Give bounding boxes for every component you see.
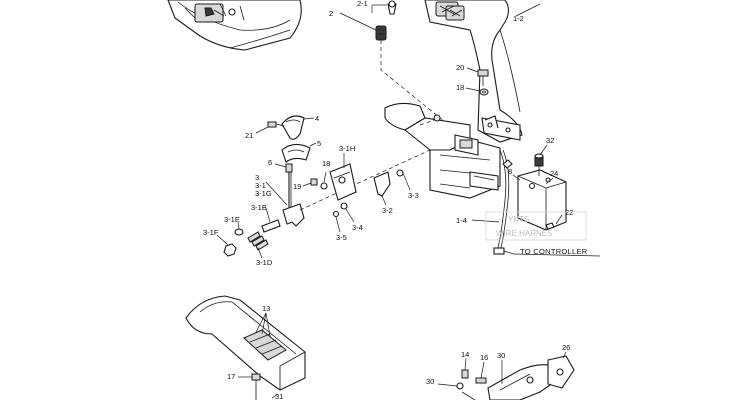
label-13: 13 bbox=[262, 304, 270, 313]
label-2: 2 bbox=[329, 9, 333, 18]
bolt-20 bbox=[466, 67, 489, 86]
label-6: 6 bbox=[268, 158, 272, 167]
label-17: 17 bbox=[227, 372, 235, 381]
label-3-3: 3-3 bbox=[408, 191, 419, 200]
svg-text:WIRE HARNES: WIRE HARNES bbox=[496, 229, 552, 238]
wire-harness-1-4 bbox=[493, 149, 513, 255]
label-2-1: 2-1 bbox=[357, 0, 368, 8]
label-3-4: 3-4 bbox=[352, 223, 363, 232]
label-14: 14 bbox=[461, 350, 469, 359]
label-30-top: 30 bbox=[497, 351, 505, 360]
label-26: 26 bbox=[562, 343, 570, 352]
label-18-top: 18 bbox=[456, 83, 464, 92]
label-3-5: 3-5 bbox=[336, 233, 347, 242]
label-4: 4 bbox=[315, 114, 319, 123]
bottom-bracket-assembly bbox=[456, 355, 575, 400]
label-16: 16 bbox=[480, 353, 488, 362]
label-5: 5 bbox=[317, 139, 321, 148]
side-pillar-assembly bbox=[424, 0, 523, 143]
bolt-17 bbox=[238, 373, 261, 400]
label-1-4: 1-4 bbox=[456, 216, 467, 225]
label-21: 21 bbox=[245, 131, 253, 140]
knob-assembly-2 bbox=[375, 0, 456, 131]
label-3: 3 bbox=[255, 173, 259, 182]
svg-text:YNTS: YNTS bbox=[508, 215, 529, 224]
label-24: 24 bbox=[550, 169, 558, 178]
lever-knob-4 bbox=[281, 115, 305, 140]
label-32: 32 bbox=[546, 136, 554, 145]
screw-21 bbox=[255, 121, 285, 134]
nut-6 bbox=[274, 163, 293, 173]
label-3-1e: 3-1E bbox=[224, 215, 240, 224]
upper-console-assembly bbox=[167, 0, 302, 51]
label-3-1f: 3-1F bbox=[203, 228, 219, 237]
label-3-1d: 3-1D bbox=[256, 258, 273, 267]
label-3-1: 3-1 bbox=[255, 181, 266, 190]
label-3-1g: 3-1G bbox=[255, 189, 272, 198]
label-30-left: 30 bbox=[426, 377, 434, 386]
controller-block bbox=[517, 153, 567, 231]
lower-console-cover bbox=[185, 295, 306, 391]
label-3-1b: 3-1B bbox=[251, 203, 267, 212]
to-controller-note: TO CONTROLLER bbox=[520, 247, 588, 256]
label-22: 22 bbox=[565, 208, 573, 217]
boot-cover-5 bbox=[281, 143, 311, 163]
washer-18 bbox=[465, 87, 489, 96]
label-20: 20 bbox=[456, 63, 464, 72]
label-31: 31 bbox=[275, 392, 283, 400]
label-3-2: 3-2 bbox=[382, 206, 393, 215]
watermark: YNTS WIRE HARNES bbox=[485, 211, 587, 241]
label-19: 19 bbox=[293, 182, 301, 191]
center-console-housing bbox=[384, 102, 501, 199]
label-3-1h: 3-1H bbox=[339, 144, 355, 153]
label-8: 8 bbox=[508, 167, 512, 176]
label-1-2: 1-2 bbox=[513, 14, 524, 23]
label-18-mid: 18 bbox=[322, 159, 330, 168]
